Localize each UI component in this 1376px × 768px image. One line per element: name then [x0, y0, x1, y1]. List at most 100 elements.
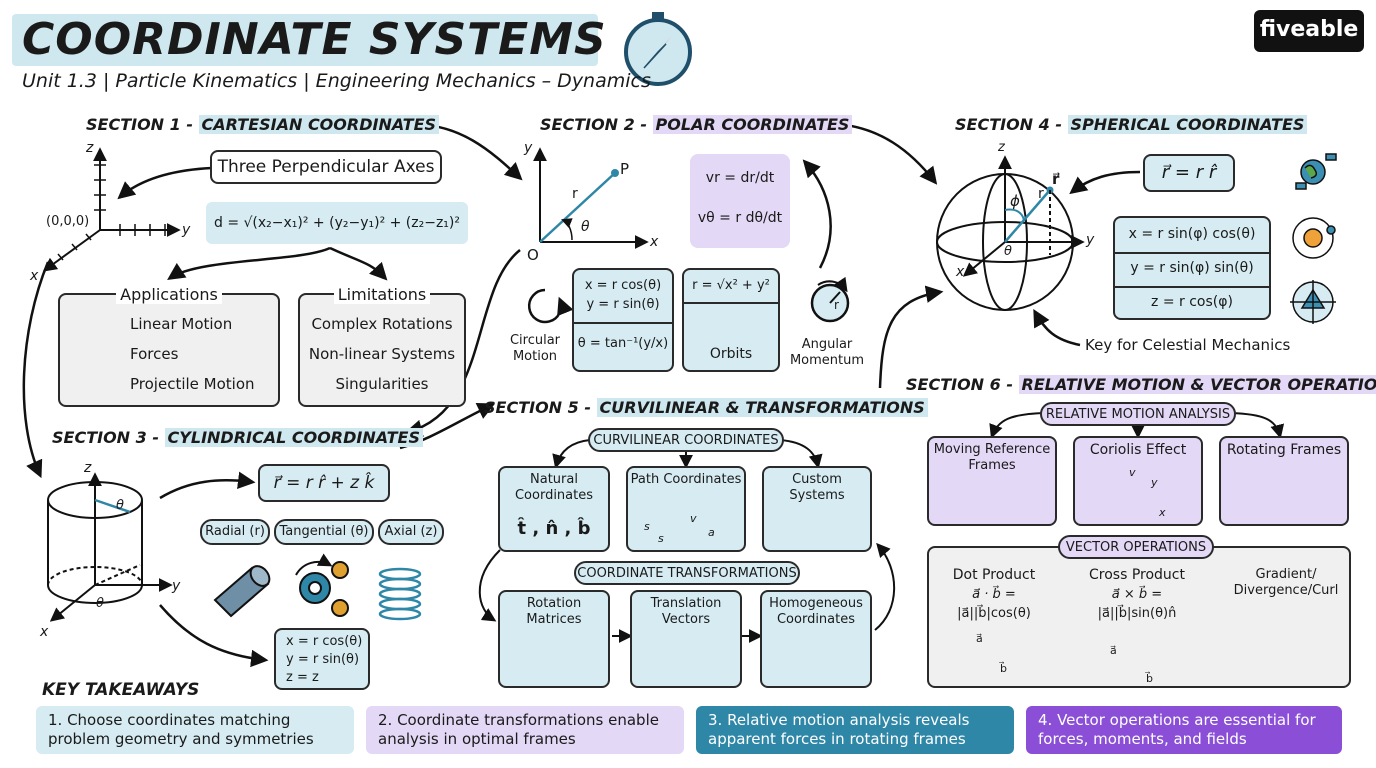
natural-label: Natural Coordinates: [514, 472, 594, 503]
relative-motion-title: RELATIVE MOTION ANALYSIS: [1040, 402, 1236, 426]
sun-orbit-icon: [1292, 217, 1336, 259]
rotation-matrices-box: Rotation Matrices: [498, 590, 610, 688]
polar-conv-theta: θ = tan⁻¹(y/x): [577, 336, 669, 351]
distance-formula: d = √(x₂−x₁)² + (y₂−y₁)² + (z₂−z₁)²: [206, 202, 468, 244]
takeaways-title: KEY TAKEAWAYS: [42, 680, 200, 700]
takeaway-3: 3. Relative motion analysis reveals appa…: [696, 706, 1014, 754]
translation-label: Translation Vectors: [650, 596, 722, 627]
component-pill-radial: Radial (r): [200, 519, 270, 545]
dot-vec-a: a⃗: [976, 632, 983, 645]
page-title: COORDINATE SYSTEMS: [22, 14, 607, 65]
title-highlight: [12, 14, 598, 66]
cross-eq2: |a⃗||b⃗|sin(θ)n̂: [1097, 606, 1177, 621]
section2-heading: SECTION 2 - POLAR COORDINATES: [540, 115, 853, 134]
cyl-conv-x: x = r cos(θ): [286, 634, 363, 649]
gradient-label: Gradient/ Divergence/Curl: [1233, 567, 1339, 598]
vtheta-formula: vθ = r dθ/dt: [697, 210, 783, 226]
angular-r-label: r: [834, 298, 839, 312]
polar-conv-y: y = r sin(θ): [586, 297, 660, 312]
s4-phi: ϕ: [1010, 192, 1020, 210]
takeaway-1: 1. Choose coordinates matching problem g…: [36, 706, 354, 754]
cross-product-label: Cross Product: [1089, 567, 1185, 583]
cross-vec-a: a⃗: [1110, 644, 1117, 657]
path-s: s: [644, 520, 650, 533]
s1-axis-y: y: [182, 222, 191, 238]
homogeneous-label: Homogeneous Coordinates: [769, 596, 863, 627]
cross-eq1: a⃗ × b⃗ =: [1111, 587, 1163, 602]
cyl-conv-y: y = r sin(θ): [286, 652, 360, 667]
vr-formula: vr = dr/dt: [705, 170, 775, 186]
section3-heading: SECTION 3 - CYLINDRICAL COORDINATES: [52, 428, 423, 447]
section1-heading-prefix: SECTION 1 -: [86, 115, 199, 134]
page-subtitle: Unit 1.3 | Particle Kinematics | Enginee…: [22, 70, 651, 92]
divider: [1115, 286, 1269, 288]
celestial-note: Key for Celestial Mechanics: [1085, 336, 1291, 354]
s3-angle-bottom: θ: [96, 596, 104, 611]
takeaway-2: 2. Coordinate transformations enable ana…: [366, 706, 684, 754]
spherical-vector-box: r⃗ = r r̂: [1143, 154, 1235, 192]
s1-origin: (0,0,0): [46, 214, 90, 229]
polar-conv-x: x = r cos(θ): [584, 278, 662, 293]
divider: [684, 302, 778, 304]
section6-heading-prefix: SECTION 6 -: [906, 375, 1019, 394]
satellite-icon: [1290, 280, 1336, 324]
dot-eq1: a⃗ · b⃗ =: [972, 587, 1016, 602]
gears-icon: [295, 553, 349, 617]
rotating-frames-box: Rotating Frames: [1219, 436, 1349, 526]
path-s2: s: [658, 532, 664, 545]
orbits-box: r = √x² + y² Orbits: [682, 268, 780, 372]
section2-heading-prefix: SECTION 2 -: [540, 115, 653, 134]
dot-vec-b: b⃗: [1000, 662, 1007, 675]
rotating-label: Rotating Frames: [1226, 442, 1342, 458]
cylindrical-conversion-box: x = r cos(θ) y = r sin(θ) z = z: [274, 628, 370, 690]
s4-axis-y: y: [1086, 232, 1095, 248]
vector-operations-title: VECTOR OPERATIONS: [1058, 535, 1214, 559]
cartesian-axes: [42, 147, 181, 272]
cylinder-diagram: [47, 472, 173, 622]
path-coordinates-box: Path Coordinates s s v a: [626, 466, 746, 552]
applications-box: Applications Linear Motion Forces Projec…: [58, 285, 280, 407]
section1-heading-text: CARTESIAN COORDINATES: [198, 115, 440, 134]
section5-heading-prefix: SECTION 5 -: [484, 398, 597, 417]
section3-heading-prefix: SECTION 3 -: [52, 428, 165, 447]
s2-axis-y: y: [524, 140, 533, 156]
cross-vec-b: b⃗: [1146, 672, 1153, 685]
s4-rvec: r⃗: [1052, 170, 1060, 188]
section2-heading-text: POLAR COORDINATES: [652, 115, 853, 134]
translation-vectors-box: Translation Vectors: [630, 590, 742, 688]
path-a: a: [708, 526, 715, 539]
polar-conversion-box: x = r cos(θ) y = r sin(θ) θ = tan⁻¹(y/x): [572, 268, 674, 372]
limitations-box: Limitations Complex Rotations Non-linear…: [298, 285, 466, 407]
section4-heading-prefix: SECTION 4 -: [955, 115, 1068, 134]
coriolis-x: x: [1159, 506, 1166, 519]
section5-heading-text: CURVILINEAR & TRANSFORMATIONS: [596, 398, 928, 417]
sphere-diagram: [936, 155, 1085, 311]
dot-product-label: Dot Product: [952, 567, 1036, 583]
custom-label: Custom Systems: [789, 472, 845, 503]
coriolis-label: Coriolis Effect: [1089, 442, 1187, 458]
circular-motion-icon: [527, 288, 574, 324]
s3-axis-y: y: [172, 578, 181, 594]
section4-arrows: [878, 170, 1141, 389]
limitation-item: Complex Rotations: [311, 315, 453, 333]
section4-heading-text: SPHERICAL COORDINATES: [1067, 115, 1308, 134]
divider: [1115, 252, 1269, 254]
component-pill-axial: Axial (z): [378, 519, 444, 545]
rotation-label: Rotation Matrices: [526, 596, 582, 627]
circular-motion-label: Circular Motion: [509, 333, 561, 364]
takeaway-4: 4. Vector operations are essential for f…: [1026, 706, 1342, 754]
custom-systems-box: Custom Systems: [762, 466, 872, 552]
section6-heading: SECTION 6 - RELATIVE MOTION & VECTOR OPE…: [906, 375, 1376, 394]
cyl-conv-z: z = z: [286, 670, 319, 685]
section4-heading: SECTION 4 - SPHERICAL COORDINATES: [955, 115, 1308, 134]
compass-icon: [624, 12, 692, 86]
s2-point: P: [620, 160, 630, 178]
globe-satellite-icon: [1295, 153, 1337, 190]
s3-axis-z: z: [84, 460, 92, 476]
moving-label: Moving Reference Frames: [933, 442, 1051, 473]
s3-angle-top: θ: [116, 498, 124, 513]
s4-radius: r: [1038, 186, 1044, 202]
s4-axis-z: z: [998, 140, 1005, 155]
section6-heading-text: RELATIVE MOTION & VECTOR OPERATIONS: [1018, 375, 1376, 394]
moving-frames-box: Moving Reference Frames: [927, 436, 1057, 526]
